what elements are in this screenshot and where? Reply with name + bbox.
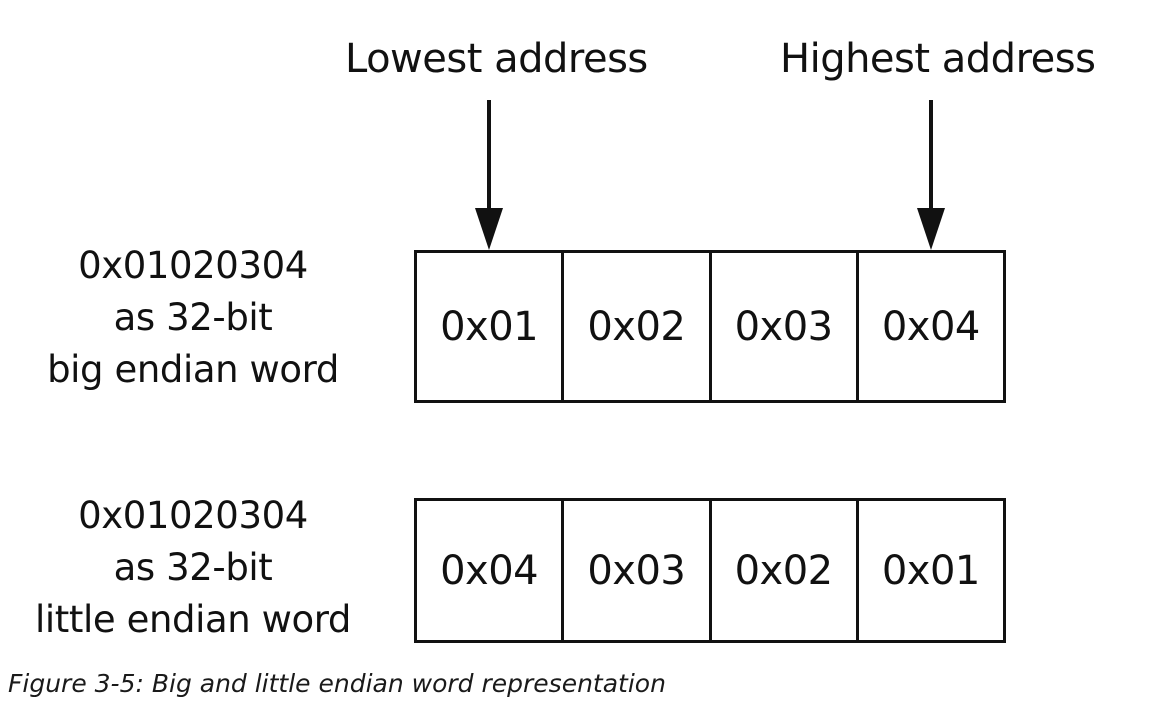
little-endian-label-line-1: 0x01020304	[78, 494, 308, 537]
little-endian-label-line-2: as 32-bit	[113, 546, 273, 589]
highest-address-label: Highest address	[780, 36, 1096, 82]
big-endian-label-line-3: big endian word	[47, 348, 339, 391]
big-endian-byte-0: 0x01	[417, 253, 565, 400]
big-endian-label-line-2: as 32-bit	[113, 296, 273, 339]
little-endian-byte-1: 0x03	[564, 501, 712, 640]
big-endian-label: 0x01020304 as 32-bit big endian word	[18, 240, 368, 396]
big-endian-byte-2: 0x03	[712, 253, 859, 400]
figure-caption: Figure 3-5: Big and little endian word r…	[8, 669, 666, 698]
little-endian-label: 0x01020304 as 32-bit little endian word	[18, 490, 368, 646]
little-endian-word: 0x04 0x03 0x02 0x01	[414, 498, 1006, 643]
big-endian-word: 0x01 0x02 0x03 0x04	[414, 250, 1006, 403]
little-endian-byte-2: 0x02	[712, 501, 859, 640]
lowest-address-label: Lowest address	[345, 36, 648, 82]
highest-address-arrow	[917, 100, 945, 250]
big-endian-byte-1: 0x02	[564, 253, 712, 400]
lowest-address-arrow	[475, 100, 503, 250]
little-endian-label-line-3: little endian word	[35, 598, 351, 641]
big-endian-label-line-1: 0x01020304	[78, 244, 308, 287]
little-endian-byte-3: 0x01	[881, 547, 981, 594]
big-endian-byte-3: 0x04	[881, 303, 981, 350]
little-endian-byte-0: 0x04	[417, 501, 565, 640]
